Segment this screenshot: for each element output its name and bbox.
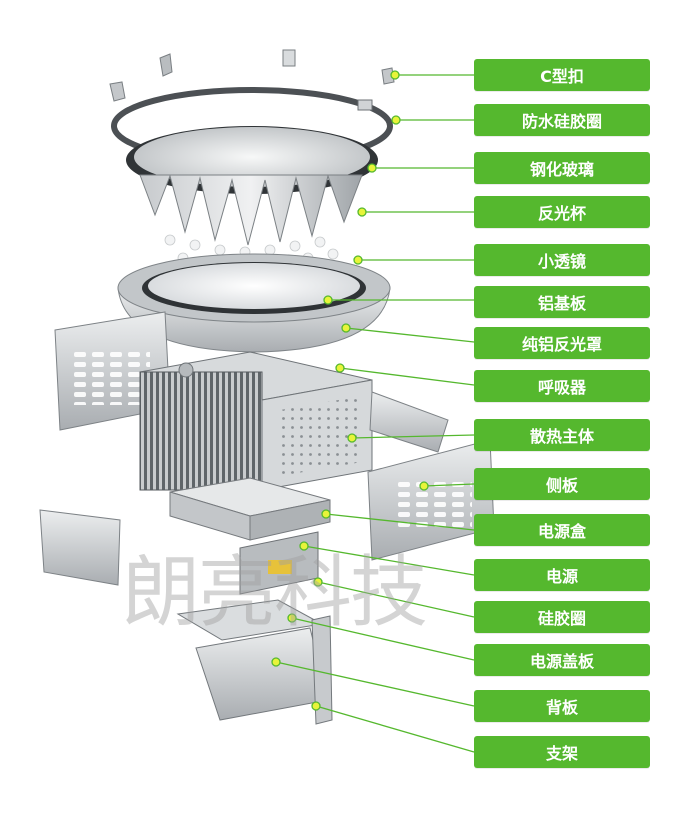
label-power-box: 电源盒 [474,514,650,546]
label-c-clip: C型扣 [474,59,650,91]
back-plate-and-bracket [195,615,333,725]
aluminum-board [148,263,360,309]
side-plate-right [367,391,495,561]
label-power-supply: 电源 [474,559,650,591]
label-breather: 呼吸器 [474,370,650,402]
watermark: 朗亮科技 [122,548,428,638]
power-box [169,477,331,541]
label-small-lens: 小透镜 [474,244,650,276]
leader-lines [275,74,475,753]
label-bracket: 支架 [474,736,650,768]
label-aluminum-reflector: 纯铝反光罩 [474,327,650,359]
label-aluminum-board: 铝基板 [474,286,650,318]
label-silicone-gasket: 硅胶圈 [474,601,650,633]
aluminum-reflector [117,253,391,353]
heat-sink [139,351,373,491]
bracket-left [39,509,121,586]
c-clips [109,49,395,102]
leader-dots [271,70,429,711]
reflector-cups [139,174,363,246]
label-side-plate: 侧板 [474,468,650,500]
label-back-plate: 背板 [474,690,650,722]
label-heat-sink: 散热主体 [474,419,650,451]
label-silicone-ring: 防水硅胶圈 [474,104,650,136]
power-supply [239,531,319,595]
label-power-cover: 电源盖板 [474,644,650,676]
label-tempered-glass: 钢化玻璃 [474,152,650,184]
label-reflector-cup: 反光杯 [474,196,650,228]
